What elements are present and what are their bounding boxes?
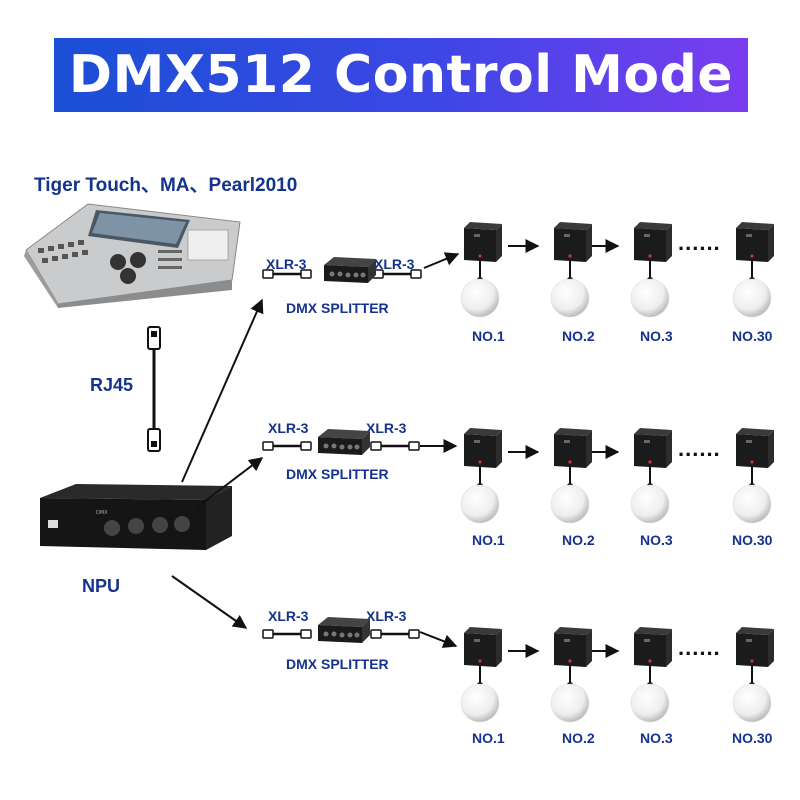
dmx-splitter-label: DMX SPLITTER (286, 300, 389, 316)
dmx-splitter-icon (324, 257, 376, 283)
ellipsis: ...... (678, 230, 721, 255)
xlr-out-label: XLR-3 (366, 420, 407, 436)
xlr-in-cable-icon (262, 629, 312, 639)
dmx-splitter-label: DMX SPLITTER (286, 466, 389, 482)
xlr-out-label: XLR-3 (366, 608, 407, 624)
xlr-out-cable-icon (370, 629, 420, 639)
svg-text:DMX: DMX (96, 510, 108, 516)
kinetic-ball-fixture-icon (732, 627, 774, 723)
kinetic-ball-fixture-icon (460, 428, 502, 524)
arrow-row1-out (423, 252, 460, 269)
rj45-cable-icon (147, 326, 161, 452)
ellipsis: ...... (678, 436, 721, 461)
fixture-arrows (508, 239, 620, 658)
arrow-npu-row1 (181, 298, 264, 483)
fixture-number-label: NO.1 (472, 328, 505, 344)
arrow-npu-row3 (171, 575, 248, 629)
fixture-number-label: NO.3 (640, 730, 673, 746)
rj45-label: RJ45 (90, 375, 134, 395)
fixture-number-label: NO.2 (562, 328, 595, 344)
fixture-number-label: NO.30 (732, 532, 773, 548)
xlr-in-label: XLR-3 (268, 420, 309, 436)
xlr-in-cable-icon (262, 269, 312, 279)
fixture-number-label: NO.1 (472, 730, 505, 746)
kinetic-ball-fixture-icon (460, 222, 502, 318)
kinetic-ball-fixture-icon (460, 627, 502, 723)
kinetic-ball-fixture-icon (550, 428, 592, 524)
xlr-in-label: XLR-3 (266, 256, 307, 272)
dmx-splitter-label: DMX SPLITTER (286, 656, 389, 672)
fixture-number-label: NO.3 (640, 532, 673, 548)
arrow-npu-row2 (195, 457, 264, 509)
fixture-number-label: NO.30 (732, 730, 773, 746)
dmx-splitter-icon (318, 429, 370, 455)
fixture-number-label: NO.2 (562, 730, 595, 746)
npu-label: NPU (82, 576, 121, 596)
xlr-out-cable-icon (372, 269, 422, 279)
npu-device-icon: DMX (40, 484, 232, 550)
fixture-number-label: NO.2 (562, 532, 595, 548)
arrow-row3-out (419, 631, 458, 648)
dmx-splitter-icon (318, 617, 370, 643)
lighting-console-icon (24, 203, 241, 308)
ellipsis: ...... (678, 635, 721, 660)
fixture-number-label: NO.1 (472, 532, 505, 548)
kinetic-ball-fixture-icon (630, 222, 672, 318)
kinetic-ball-fixture-icon (630, 627, 672, 723)
title-banner: DMX512 Control Mode (54, 38, 748, 112)
fixture-number-label: NO.30 (732, 328, 773, 344)
kinetic-ball-fixture-icon (732, 222, 774, 318)
xlr-out-label: XLR-3 (374, 256, 415, 272)
page-title: DMX512 Control Mode (68, 45, 734, 105)
xlr-in-cable-icon (262, 441, 312, 451)
kinetic-ball-fixture-icon (732, 428, 774, 524)
kinetic-ball-fixture-icon (550, 627, 592, 723)
console-label: Tiger Touch、MA、Pearl2010 (34, 175, 298, 196)
xlr-out-cable-icon (370, 441, 420, 451)
xlr-in-label: XLR-3 (268, 608, 309, 624)
kinetic-ball-fixture-icon (630, 428, 672, 524)
kinetic-ball-fixture-icon (550, 222, 592, 318)
fixture-number-label: NO.3 (640, 328, 673, 344)
